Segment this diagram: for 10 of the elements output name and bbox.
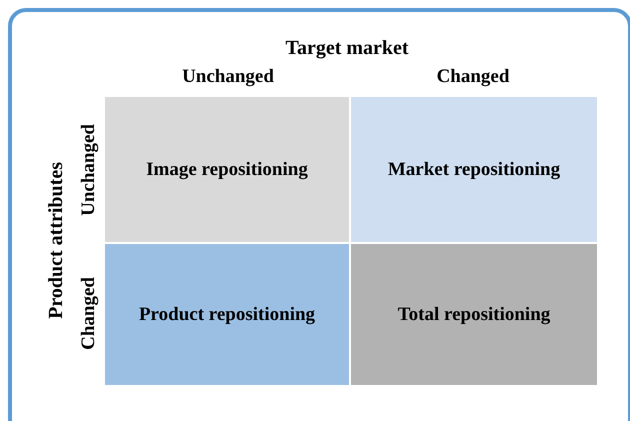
row-header: Changed [76,276,100,350]
matrix-cell: Image repositioning [105,97,349,242]
axis-title: Product attributes [44,162,68,318]
column-header: Changed [436,64,510,88]
row-header: Unchanged [76,124,100,216]
matrix-cell: Product repositioning [105,244,349,385]
axis-title: Target market [285,36,409,60]
matrix-cell: Total repositioning [351,244,597,385]
matrix-cell: Market repositioning [351,97,597,242]
column-header: Unchanged [182,64,274,88]
